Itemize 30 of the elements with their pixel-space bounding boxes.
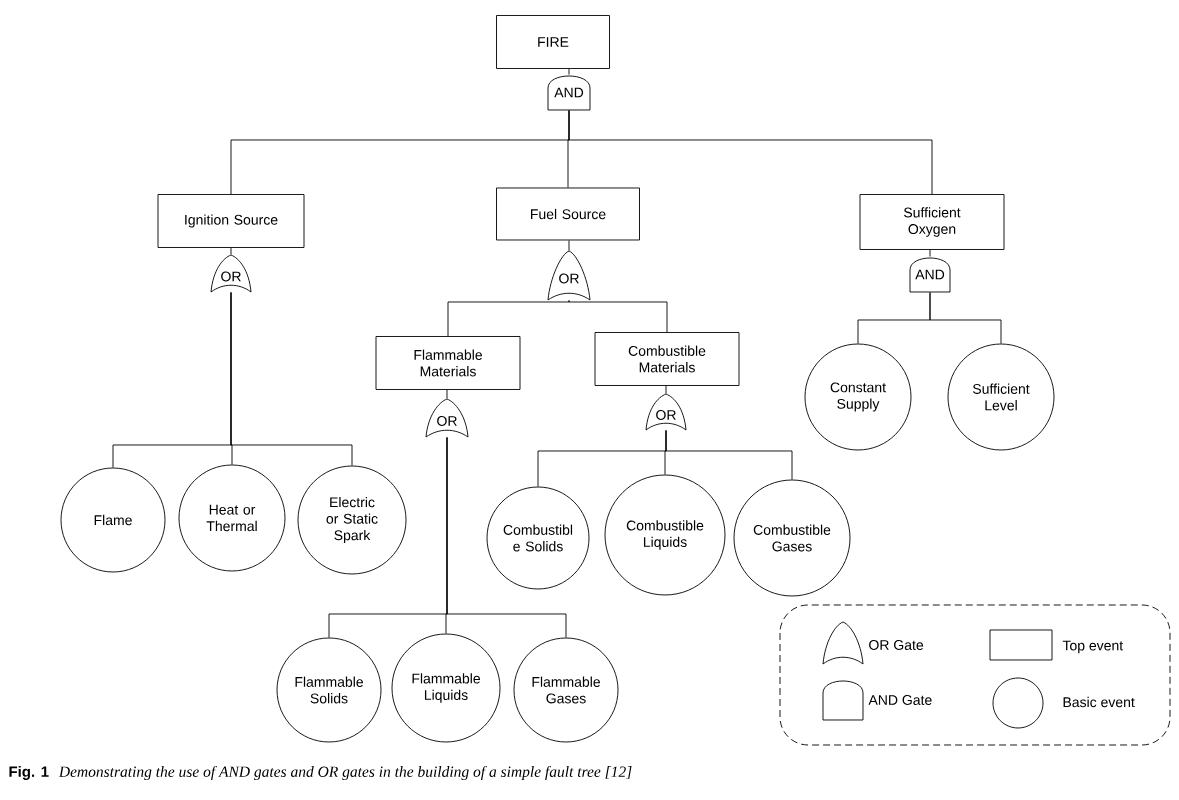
event-box: Sufficient Oxygen	[859, 194, 1005, 250]
connector-line	[568, 240, 570, 251]
connector-line	[929, 292, 1002, 344]
event-box: Ignition Source	[157, 194, 305, 248]
connector-line	[230, 292, 353, 466]
event-box: Flammable Materials	[375, 336, 521, 390]
event-box: Fuel Source	[496, 187, 640, 241]
connector-line	[665, 385, 667, 394]
legend-label: OR Gate	[869, 640, 924, 650]
and-gate: AND	[547, 75, 591, 111]
connector-line	[568, 110, 933, 195]
connector-line	[447, 300, 570, 337]
or-gate: OR	[645, 393, 687, 431]
connector-line	[446, 389, 448, 399]
legend-label: Top event	[1062, 640, 1124, 654]
or-gate: OR	[210, 254, 252, 293]
caption: Fig. 1 Demonstrating the use of AND gates and OR gates in the building of a simple fault tree [12]	[9, 765, 632, 781]
legend-label: AND Gate	[868, 695, 932, 705]
event-box: Combustible Materials	[594, 332, 740, 386]
connector-line	[568, 68, 570, 75]
legend-label: Basic event	[1063, 696, 1135, 708]
connector-line	[568, 300, 668, 333]
connector-line	[929, 249, 931, 257]
event-box: FIRE	[496, 15, 610, 69]
connector-line	[665, 430, 793, 480]
connector-line	[446, 437, 567, 638]
connector-line	[230, 247, 232, 255]
and-gate: AND	[909, 257, 951, 293]
or-gate: OR	[425, 398, 469, 438]
or-gate: OR	[547, 250, 591, 301]
